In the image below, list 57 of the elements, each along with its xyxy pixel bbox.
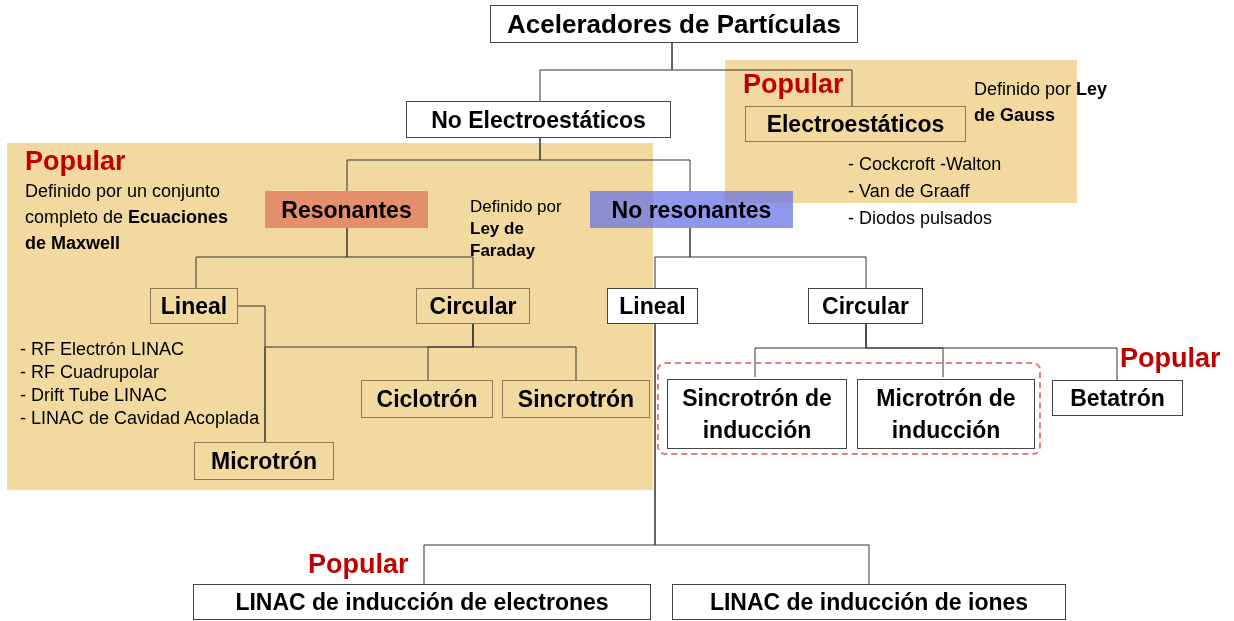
category-box: [672, 584, 1066, 620]
popular-label: Popular: [25, 145, 127, 177]
description-text: Definido por Ley de Gauss: [974, 78, 1109, 127]
category-box: [1052, 380, 1183, 416]
category-box: [590, 191, 793, 228]
connector-line: [654, 323, 870, 585]
list-item: - RF Cuadrupolar: [20, 361, 161, 384]
list-item: - Diodos pulsados: [848, 207, 994, 230]
list-item: - Drift Tube LINAC: [20, 384, 169, 407]
node-label: LINAC de inducción de iones: [709, 588, 1029, 617]
node-label: Ciclotrón: [376, 385, 478, 414]
category-box: [667, 379, 847, 449]
list-item: - LINAC de Cavidad Acoplada: [20, 407, 261, 430]
category-box: [857, 379, 1035, 449]
popular-label: Popular: [308, 548, 410, 580]
dashed-group-box: [657, 362, 1041, 455]
node-label: Resonantes: [281, 195, 412, 225]
category-box: [490, 5, 858, 43]
description-text: Definido por Ley de Faraday: [470, 196, 563, 262]
category-box: [607, 288, 698, 324]
node-label: Lineal: [160, 292, 228, 321]
category-box: [193, 584, 651, 620]
description-text: Definido por un conjunto completo de Ecuaciones de Maxwell: [25, 180, 230, 255]
category-box: [194, 442, 334, 480]
category-box: [745, 106, 966, 142]
category-box: [416, 288, 530, 324]
node-label: Microtrón de inducción: [875, 384, 1017, 445]
popular-label: Popular: [743, 68, 845, 100]
node-label: LINAC de inducción de electrones: [235, 588, 609, 617]
connector-line: [865, 323, 1118, 381]
category-box: [150, 288, 238, 324]
node-label: Betatrón: [1070, 384, 1165, 413]
node-label: Microtrón: [210, 447, 318, 476]
node-label: No Electroestáticos: [431, 105, 646, 135]
category-box: [361, 380, 493, 418]
node-label: Sincrotrón de inducción: [681, 384, 833, 445]
highlight-band: [725, 60, 1077, 203]
node-label: Aceleradores de Partículas: [507, 8, 841, 40]
list-item: - RF Electrón LINAC: [20, 338, 186, 361]
list-item: - Cockcroft -Walton: [848, 153, 1003, 176]
category-box: [265, 191, 428, 228]
list-item: - Van de Graaff: [848, 180, 971, 203]
node-label: Electroestáticos: [766, 110, 945, 139]
connector-line: [689, 227, 867, 289]
connector-line: [346, 227, 474, 289]
category-box: [502, 380, 650, 418]
connector-line: [264, 323, 474, 443]
node-label: Circular: [822, 292, 909, 321]
connector-line: [671, 42, 853, 107]
node-label: Lineal: [619, 292, 686, 321]
node-label: No resonantes: [611, 195, 772, 225]
category-box: [808, 288, 923, 324]
connector-line: [539, 137, 691, 192]
node-label: Circular: [429, 292, 517, 321]
popular-label: Popular: [1120, 342, 1222, 374]
category-box: [406, 101, 671, 138]
node-label: Sincrotrón: [517, 385, 635, 414]
